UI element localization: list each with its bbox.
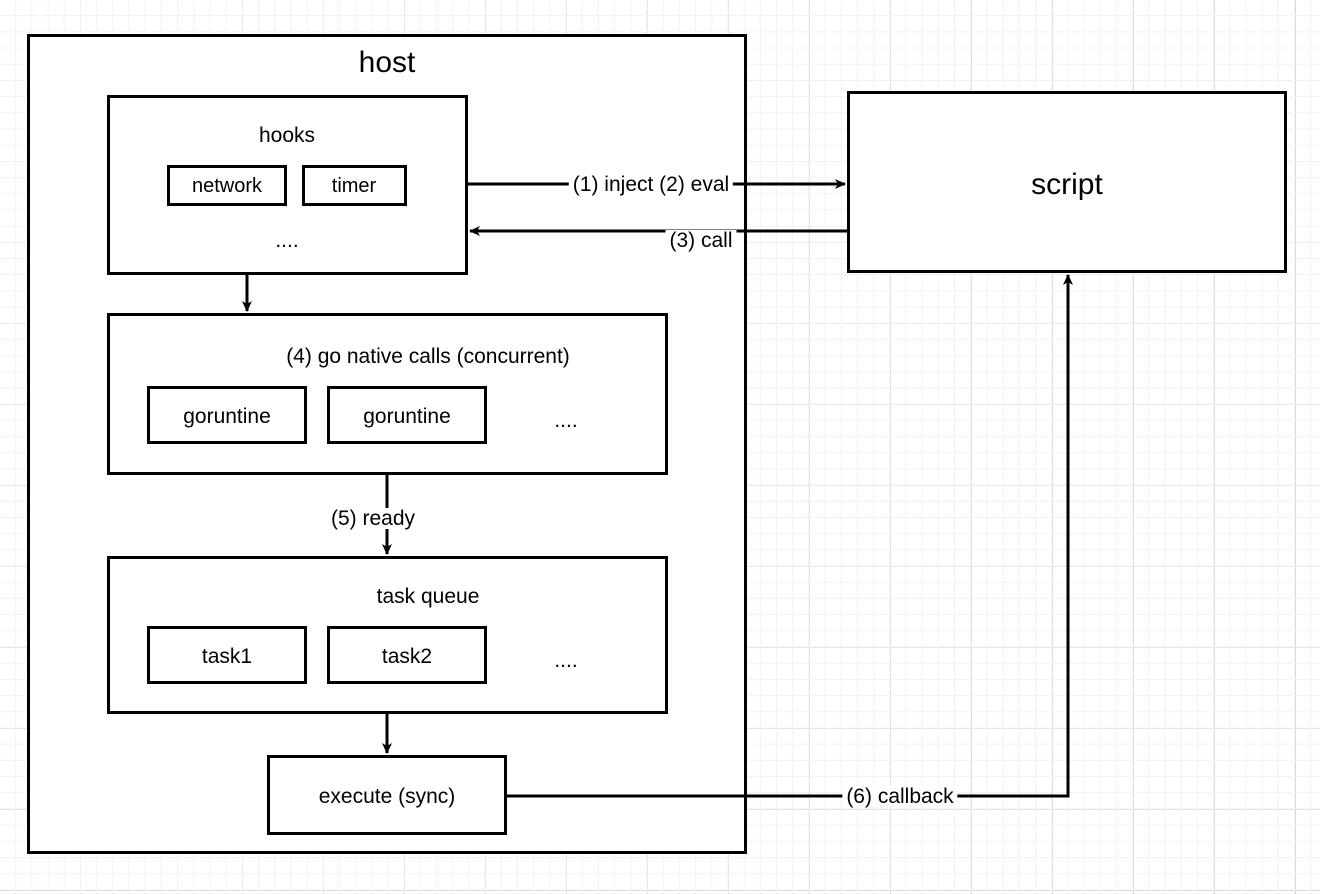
hooks-label: hooks (258, 124, 316, 147)
native-calls-ellipsis: .... (554, 409, 578, 432)
goroutine-item-1[interactable] (147, 386, 307, 444)
native-calls-label: (4) go native calls (concurrent) (286, 345, 570, 368)
task-item-1-label: task1 (201, 645, 253, 668)
execute-box[interactable] (267, 755, 507, 835)
task-item-1[interactable] (147, 626, 307, 684)
goroutine-item-2[interactable] (327, 386, 487, 444)
task-item-2[interactable] (327, 626, 487, 684)
task-queue-label: task queue (376, 585, 480, 608)
task-item-2-label: task2 (381, 645, 433, 668)
edge-label-call: (3) call (665, 230, 737, 251)
goroutine-item-1-label: goruntine (183, 405, 271, 428)
script-box[interactable] (847, 91, 1287, 273)
hook-item-network[interactable] (167, 165, 287, 206)
hook-item-timer-label: timer (331, 175, 377, 197)
execute-label: execute (sync) (318, 785, 456, 808)
hook-item-network-label: network (191, 175, 263, 197)
edge-label-ready: (5) ready (327, 508, 420, 529)
task-queue-ellipsis: .... (554, 649, 578, 672)
goroutine-item-2-label: goruntine (363, 405, 451, 428)
edge-label-inject-eval: (1) inject (2) eval (568, 174, 734, 195)
host-title: host (358, 46, 416, 79)
hook-item-timer[interactable] (302, 165, 407, 206)
hooks-ellipsis: .... (275, 229, 299, 252)
script-title: script (1031, 168, 1103, 201)
edge-label-callback: (6) callback (842, 786, 958, 807)
